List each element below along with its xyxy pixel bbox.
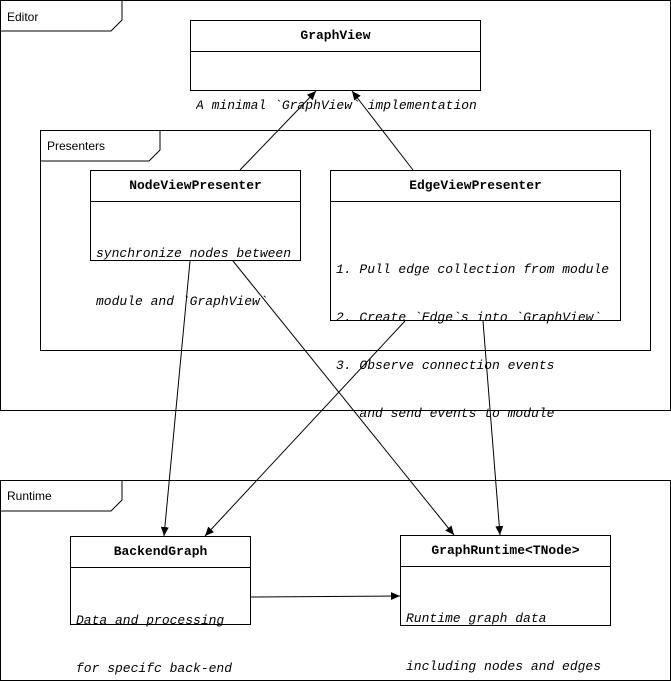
arrow-node-presenter-to-graphview <box>239 90 317 171</box>
graphview-body-line-1: A minimal `GraphView` implementation <box>196 98 477 113</box>
graphview-body: A minimal `GraphView` implementation <box>196 66 478 146</box>
arrow-edge-presenter-to-backend-graph <box>204 320 406 537</box>
graph-runtime-box: GraphRuntime<TNode> Runtime graph data i… <box>400 535 611 674</box>
node-view-presenter-title: NodeViewPresenter <box>91 171 300 202</box>
graphview-title: GraphView <box>191 21 480 52</box>
edge-view-presenter-body: 1. Pull edge collection from module 2. C… <box>336 230 618 454</box>
backend-graph-body-line-2: for specifc back-end <box>76 661 233 676</box>
edge-view-presenter-body-line-2: 2. Create `Edge`s into `GraphView` <box>336 310 602 325</box>
edge-view-presenter-title: EdgeViewPresenter <box>331 171 620 202</box>
node-view-presenter-body: synchronize nodes between module and `Gr… <box>96 214 298 342</box>
graph-runtime-body-line-1: Runtime graph data <box>406 611 547 626</box>
backend-graph-title: BackendGraph <box>71 537 250 568</box>
edge-view-presenter-body-line-1: 1. Pull edge collection from module <box>336 262 610 277</box>
backend-graph-box: BackendGraph Data and processing for spe… <box>70 536 251 676</box>
graph-runtime-title: GraphRuntime<TNode> <box>401 536 610 567</box>
editor-frame-tab <box>1 1 123 32</box>
node-view-presenter-body-line-2: module and `GraphView` <box>96 294 268 309</box>
arrow-backend-graph-to-graph-runtime <box>250 592 401 601</box>
presenters-frame-tab <box>41 131 161 162</box>
editor-frame-label: Editor <box>7 10 39 24</box>
backend-graph-body: Data and processing for specifc back-end <box>76 581 248 681</box>
runtime-frame-label: Runtime <box>7 489 52 503</box>
edge-view-presenter-body-line-3: 3. Observe connection events <box>336 358 555 373</box>
arrow-edge-presenter-to-graph-runtime <box>482 320 504 536</box>
presenters-frame-label: Presenters <box>47 139 106 153</box>
edge-view-presenter-box: EdgeViewPresenter 1. Pull edge collectio… <box>330 170 621 421</box>
edge-view-presenter-body-line-4: and send events to module <box>336 406 555 421</box>
node-view-presenter-box: NodeViewPresenter synchronize nodes betw… <box>90 170 301 309</box>
node-view-presenter-body-line-1: synchronize nodes between <box>96 246 292 261</box>
graph-runtime-body-line-2: including nodes and edges <box>406 659 602 674</box>
graph-runtime-body: Runtime graph data including nodes and e… <box>406 579 608 681</box>
arrow-edge-presenter-to-graphview <box>351 90 414 171</box>
backend-graph-body-line-1: Data and processing <box>76 613 225 628</box>
arrow-node-presenter-to-backend-graph <box>160 260 191 537</box>
arrow-node-presenter-to-graph-runtime <box>232 260 455 536</box>
runtime-frame-tab <box>1 481 123 512</box>
graphview-box: GraphView A minimal `GraphView` implemen… <box>190 20 481 113</box>
